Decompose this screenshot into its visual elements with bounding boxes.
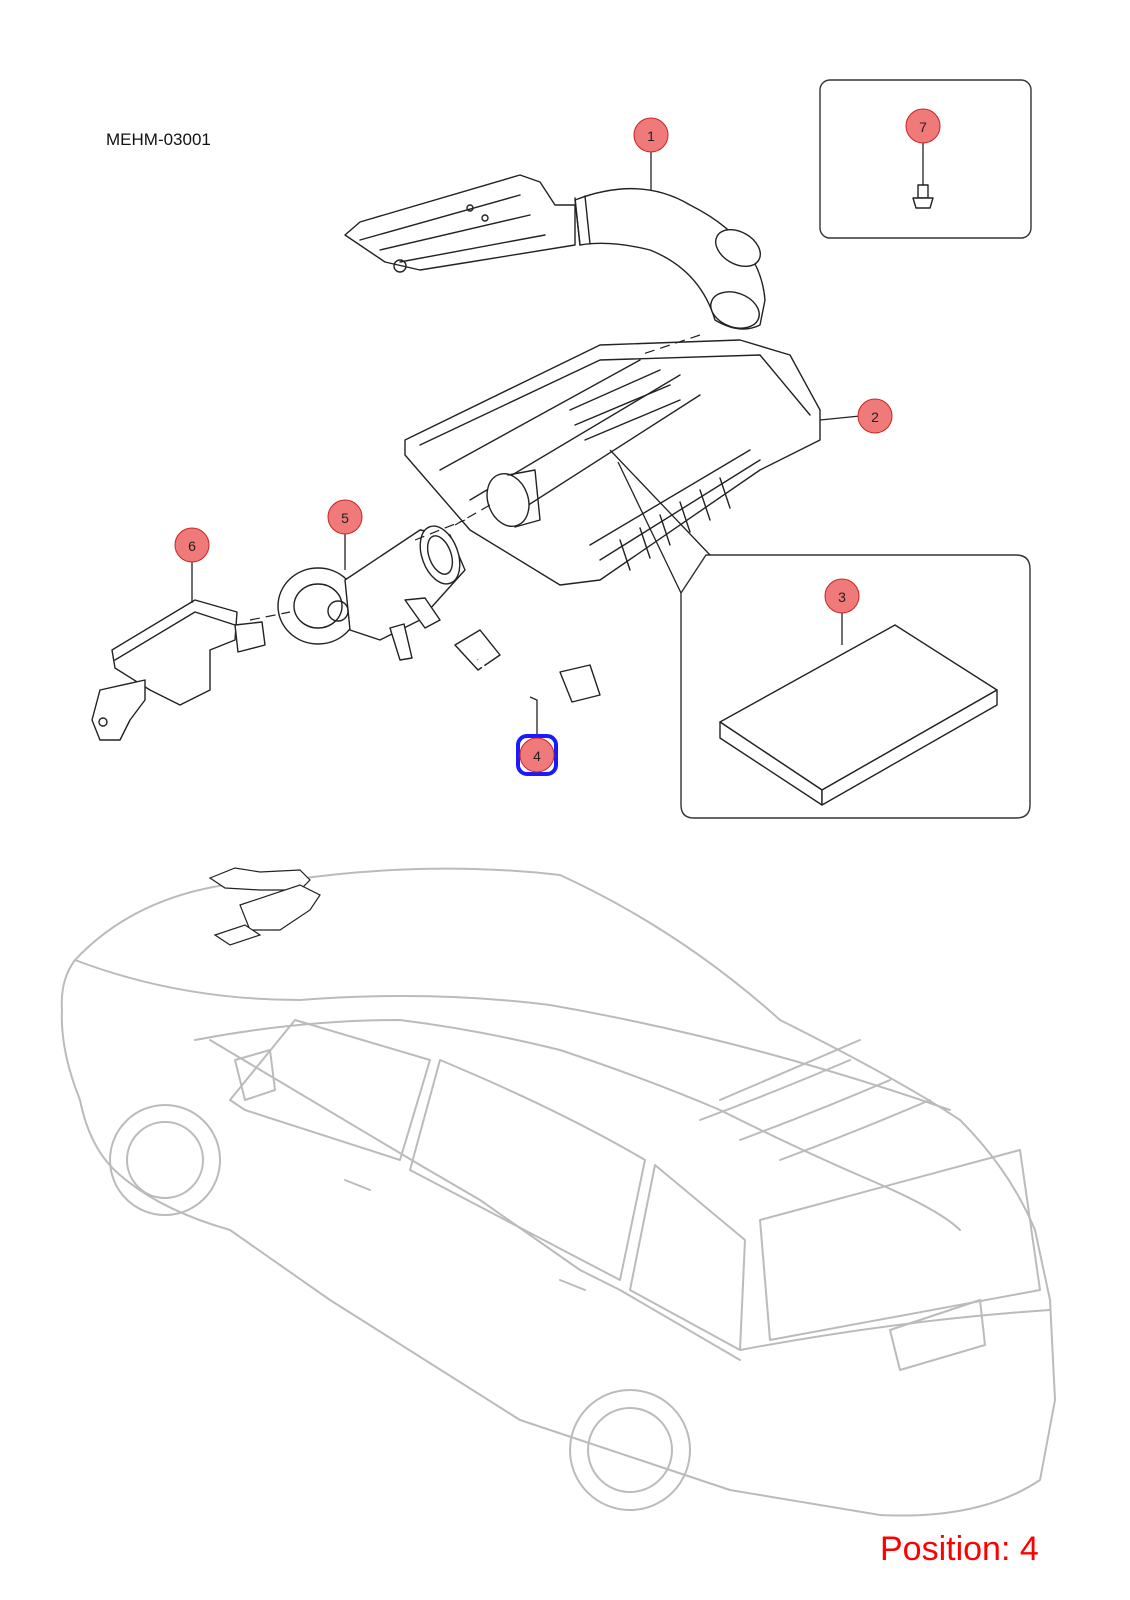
callout-number: 3 (838, 589, 846, 605)
resonator-box (91, 599, 266, 741)
callout-number: 1 (647, 128, 655, 144)
position-label: Position: 4 (880, 1530, 1039, 1568)
breather-hose (454, 629, 601, 703)
air-filter-housing (404, 339, 821, 586)
callout-number: 5 (341, 510, 349, 526)
callout-number: 2 (871, 409, 879, 425)
callout-2[interactable]: 2 (857, 398, 893, 434)
air-filter-element (719, 624, 998, 806)
inset-frame-7 (819, 79, 1032, 239)
selected-callout-highlight (516, 734, 558, 776)
callout-number: 7 (919, 119, 927, 135)
assembly-guides (249, 334, 701, 621)
callout-number: 4 (533, 748, 541, 764)
inset-frame-3 (680, 554, 1031, 819)
callout-circle (633, 117, 669, 153)
callout-7[interactable]: 7 (905, 108, 941, 144)
engine-bay-thumbnail (208, 867, 321, 946)
air-intake-duct (344, 174, 766, 330)
intake-throttle-body (277, 525, 466, 661)
callout-circle (905, 108, 941, 144)
callout-4[interactable]: 4 (516, 734, 558, 776)
callout-1[interactable]: 1 (633, 117, 669, 153)
callout-6[interactable]: 6 (174, 527, 210, 563)
mounting-bolt (912, 184, 934, 209)
callout-circle (174, 527, 210, 563)
callout-circle (327, 499, 363, 535)
callout-circle (857, 398, 893, 434)
diagram-code: MEHM-03001 (106, 130, 211, 149)
callout-number: 6 (188, 538, 196, 554)
callout-3[interactable]: 3 (824, 578, 860, 614)
leader-lines (191, 139, 924, 742)
callout-circle (824, 578, 860, 614)
vehicle-outline (60, 867, 1056, 1517)
callout-circle (519, 737, 555, 773)
callout-5[interactable]: 5 (327, 499, 363, 535)
